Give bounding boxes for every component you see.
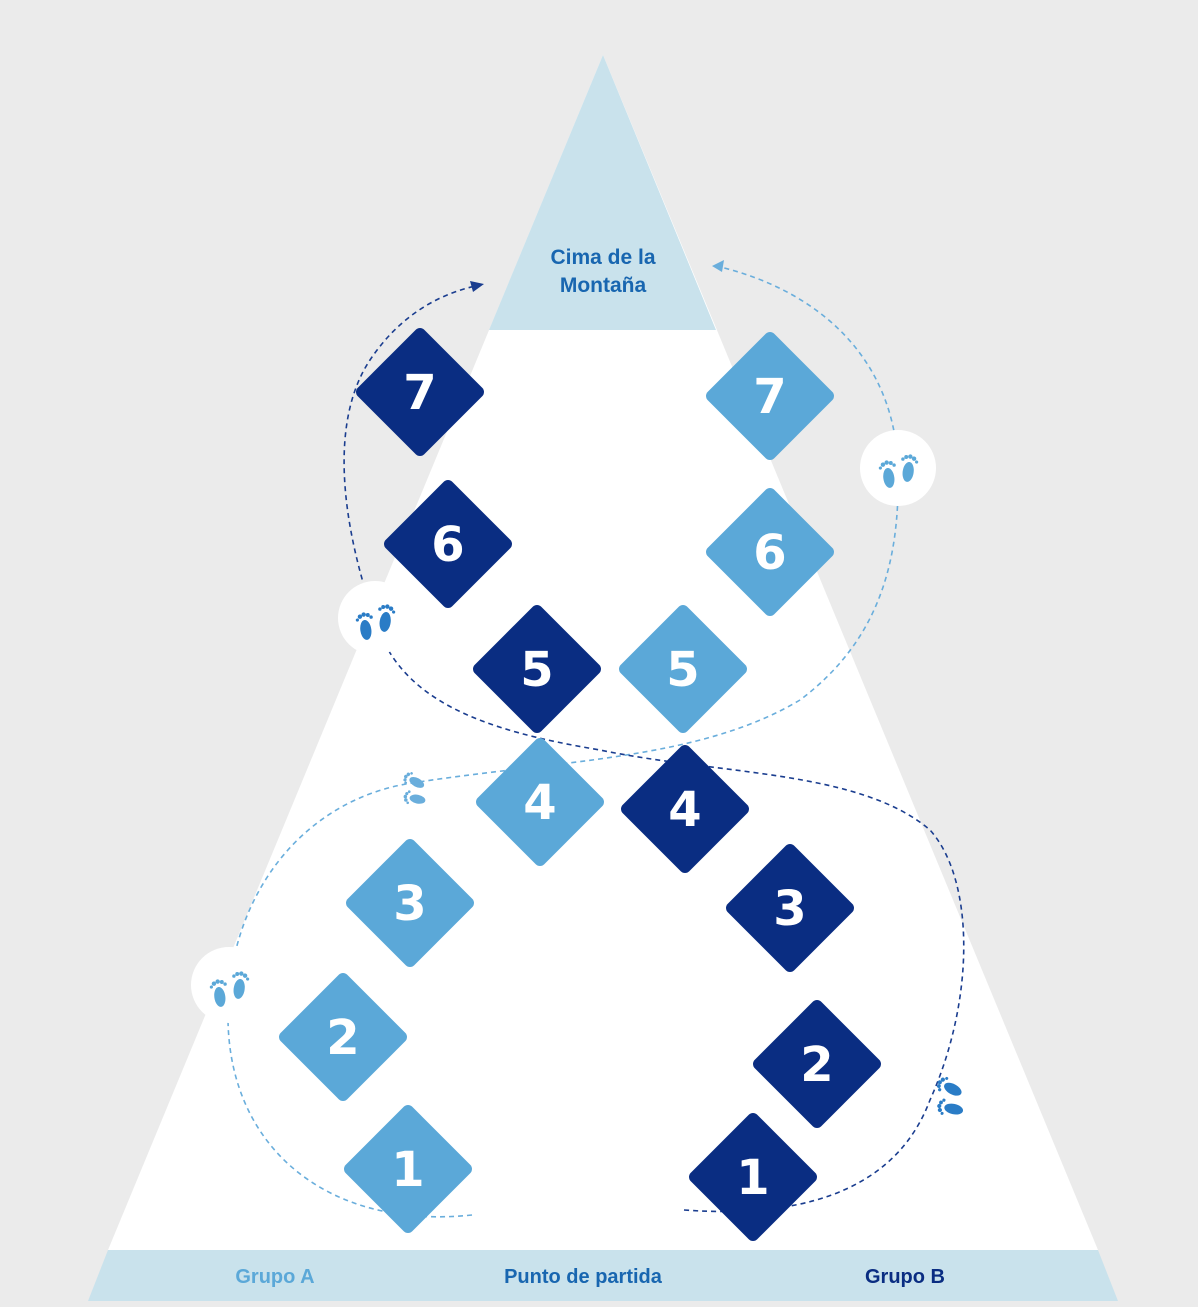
- svg-text:5: 5: [520, 642, 553, 698]
- svg-text:4: 4: [523, 775, 556, 831]
- group-b-diamonds: 7 6 5 4 3 2 1: [356, 328, 881, 1241]
- group-b-step-3: 3: [726, 844, 854, 972]
- start-label: Punto de partida: [504, 1266, 663, 1288]
- base-bar: [88, 1250, 1118, 1301]
- svg-text:3: 3: [393, 876, 426, 932]
- group-b-label: Grupo B: [865, 1266, 945, 1288]
- svg-text:3: 3: [773, 881, 806, 937]
- group-a-diamonds: 7 6 5 4 3 2 1: [279, 332, 834, 1233]
- arrow-head-icon: [470, 281, 484, 292]
- summit-label-line2: Montaña: [560, 274, 647, 297]
- group-b-step-2: 2: [753, 1000, 881, 1128]
- svg-text:5: 5: [666, 642, 699, 698]
- arrow-head-icon: [712, 260, 724, 272]
- svg-text:1: 1: [391, 1142, 424, 1198]
- svg-text:2: 2: [800, 1037, 833, 1093]
- group-b-step-4: 4: [621, 745, 749, 873]
- svg-text:4: 4: [668, 782, 701, 838]
- svg-text:6: 6: [431, 517, 464, 573]
- group-a-step-3: 3: [346, 839, 474, 967]
- group-a-step-1: 1: [344, 1105, 472, 1233]
- mountain: [108, 55, 1098, 1250]
- svg-text:2: 2: [326, 1010, 359, 1066]
- svg-text:6: 6: [753, 525, 786, 581]
- group-a-step-4: 4: [476, 738, 604, 866]
- svg-text:7: 7: [403, 365, 436, 421]
- footprints-icon: [860, 430, 936, 506]
- summit-area: [489, 55, 716, 330]
- group-a-step-2: 2: [279, 973, 407, 1101]
- svg-text:1: 1: [736, 1150, 769, 1206]
- group-a-step-6: 6: [706, 488, 834, 616]
- svg-text:7: 7: [753, 369, 786, 425]
- group-b-step-6: 6: [384, 480, 512, 608]
- group-b-step-5: 5: [473, 605, 601, 733]
- group-b-step-1: 1: [689, 1113, 817, 1241]
- group-a-step-7: 7: [706, 332, 834, 460]
- group-b-step-7: 7: [356, 328, 484, 456]
- group-a-step-5: 5: [619, 605, 747, 733]
- group-b-path: [343, 284, 965, 1213]
- group-a-label: Grupo A: [235, 1266, 314, 1288]
- summit-label-line1: Cima de la: [550, 246, 655, 269]
- footprints-icon: [338, 581, 412, 655]
- footprints-icon: [191, 947, 267, 1023]
